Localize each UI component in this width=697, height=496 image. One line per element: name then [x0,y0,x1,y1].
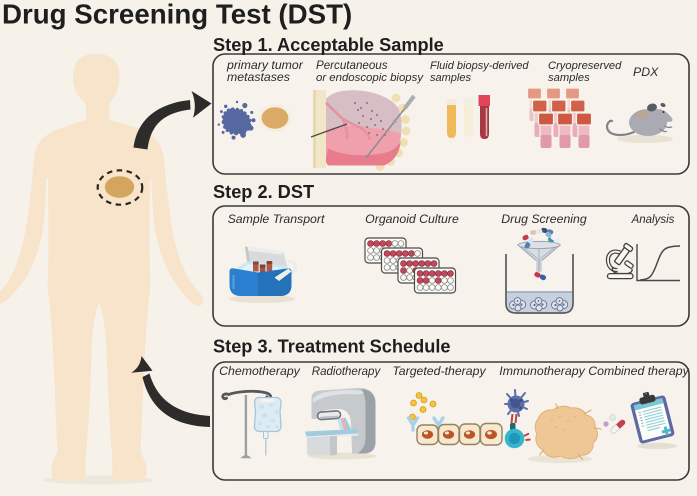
svg-text:Percutaneous: Percutaneous [316,59,388,72]
svg-text:primary tumor: primary tumor [226,58,304,72]
svg-text:Immunotherapy: Immunotherapy [499,364,585,378]
svg-text:Drug Screening: Drug Screening [501,212,587,226]
svg-text:Fluid biopsy-derived: Fluid biopsy-derived [430,60,529,72]
svg-text:samples: samples [548,72,590,84]
svg-text:metastases: metastases [227,70,290,84]
svg-text:Step 1. Acceptable Sample: Step 1. Acceptable Sample [213,35,444,55]
svg-text:Step 3. Treatment Schedule: Step 3. Treatment Schedule [213,337,451,357]
svg-text:Combined therapy: Combined therapy [588,364,689,378]
svg-text:or endoscopic biopsy: or endoscopic biopsy [316,72,424,84]
svg-text:Targeted-therapy: Targeted-therapy [392,364,486,378]
svg-text:Step 2. DST: Step 2. DST [213,182,314,202]
svg-text:Radiotherapy: Radiotherapy [312,366,382,378]
svg-text:Analysis: Analysis [631,214,675,226]
svg-text:Cryopreserved: Cryopreserved [548,60,622,72]
svg-text:Drug Screening Test (DST): Drug Screening Test (DST) [2,0,352,30]
svg-text:PDX: PDX [633,65,659,79]
svg-text:Organoid Culture: Organoid Culture [365,212,459,226]
svg-text:samples: samples [430,72,471,84]
svg-text:Chemotherapy: Chemotherapy [219,364,301,378]
svg-text:Sample Transport: Sample Transport [228,212,325,226]
